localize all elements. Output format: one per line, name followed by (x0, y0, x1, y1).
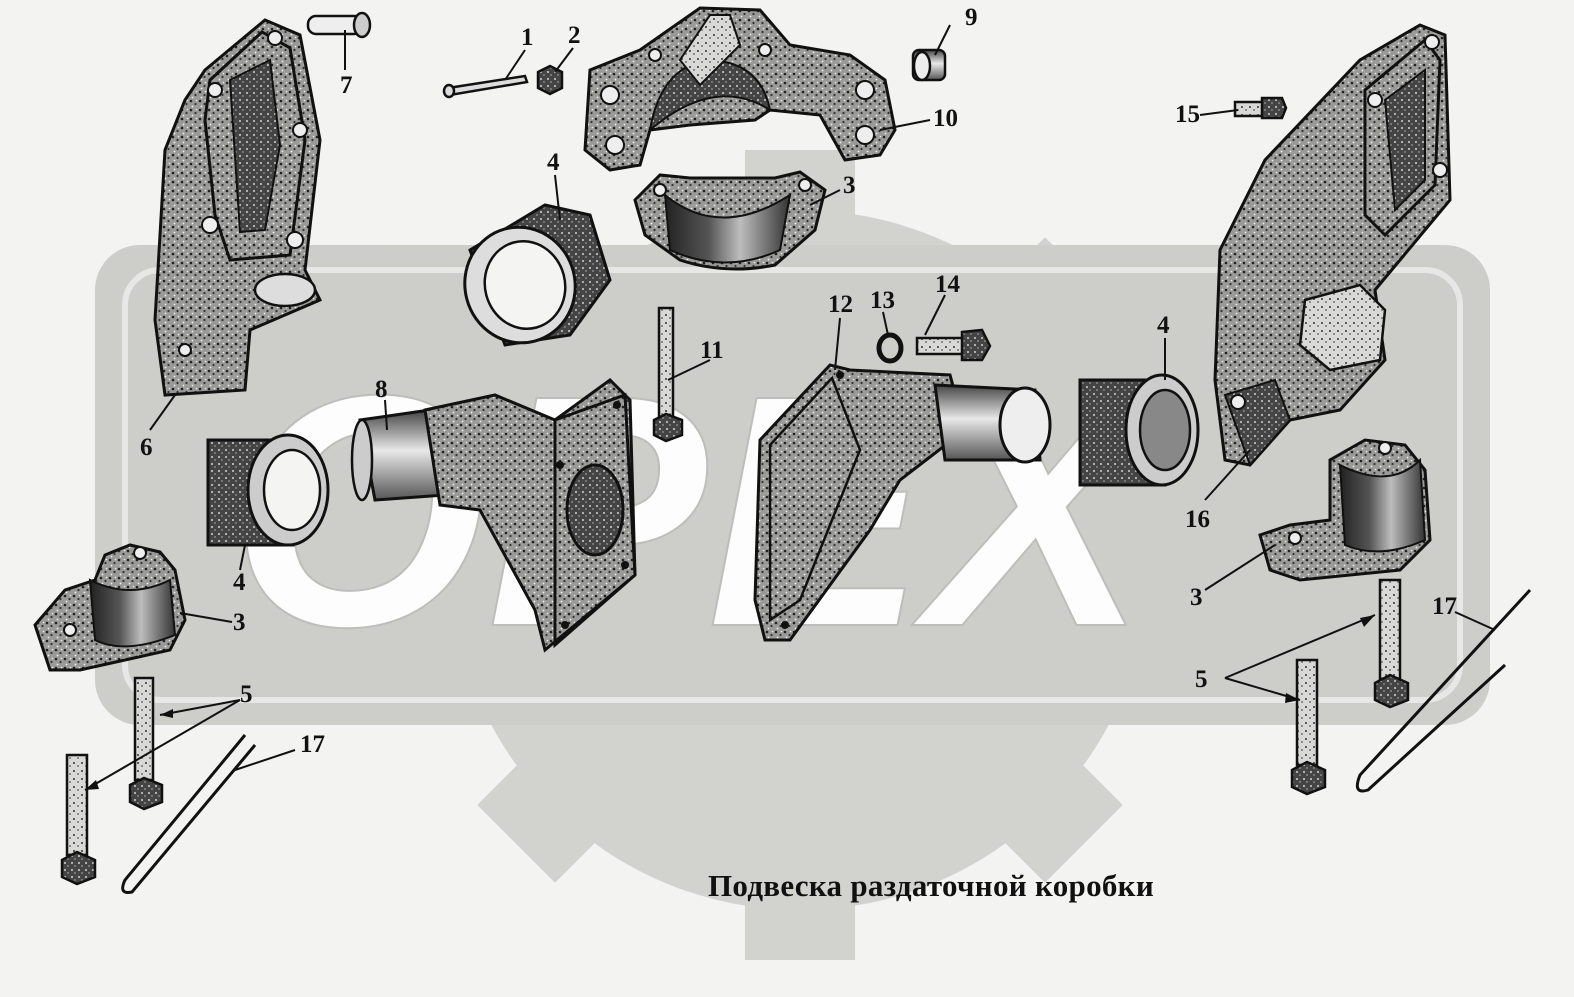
clamp-half-top (633, 170, 827, 271)
callout-1: 1 (521, 24, 534, 51)
pin-17-left (121, 734, 257, 894)
callout-labels: 1 2 3 3 3 4 4 4 5 5 6 7 8 9 10 11 12 13 … (140, 4, 1457, 758)
bolt-5-right-a (1290, 658, 1327, 796)
callout-5-left: 5 (240, 681, 253, 708)
cotter-pin-1 (442, 74, 529, 99)
trunnion-right (753, 363, 1052, 642)
leader-arrowheads (85, 615, 1375, 790)
callout-14: 14 (935, 271, 961, 298)
callout-17-left: 17 (300, 731, 325, 758)
callout-17-right: 17 (1432, 593, 1457, 620)
trunnion-left (350, 378, 637, 653)
clamp-half-right (1258, 438, 1432, 582)
cap-top (583, 6, 897, 172)
callout-4-right: 4 (1157, 312, 1170, 339)
callout-10: 10 (933, 105, 958, 132)
bolt-5-left-b (128, 676, 164, 811)
callout-7: 7 (340, 72, 353, 99)
callout-4-left: 4 (233, 569, 246, 596)
castle-nut-2 (536, 64, 564, 96)
diagram-caption: Подвеска раздаточной коробки (708, 868, 1154, 903)
callout-11: 11 (700, 337, 724, 364)
callout-12: 12 (828, 291, 853, 318)
bolt-5-right-b (1373, 578, 1410, 709)
callout-13: 13 (870, 287, 895, 314)
clamp-half-left (33, 543, 187, 672)
bolt-14 (915, 328, 992, 362)
callout-2: 2 (568, 22, 581, 49)
pin-17-right (1355, 588, 1532, 793)
washer-13 (876, 332, 904, 364)
bushing-right (1078, 373, 1200, 487)
callout-4-upper: 4 (547, 149, 560, 176)
bolt-11 (652, 306, 684, 443)
watermark: OPEX (95, 150, 1490, 960)
pin-7 (306, 11, 372, 39)
bracket-right (1213, 23, 1452, 467)
callout-3-left: 3 (233, 609, 246, 636)
callout-3-right: 3 (1190, 584, 1203, 611)
bracket-left (153, 18, 323, 397)
callout-16: 16 (1185, 506, 1210, 533)
watermark-text: OPEX (230, 326, 1164, 695)
callout-8: 8 (375, 376, 388, 403)
callout-15: 15 (1175, 101, 1200, 128)
callout-6: 6 (140, 434, 153, 461)
bushing-upper (463, 203, 612, 347)
callout-9: 9 (965, 4, 978, 31)
bolt-5-left-a (60, 753, 97, 886)
callout-3-top: 3 (843, 172, 856, 199)
plug-9 (911, 48, 947, 82)
bolt-15 (1233, 96, 1288, 120)
callout-5-right: 5 (1195, 666, 1208, 693)
bushing-left (206, 433, 330, 547)
